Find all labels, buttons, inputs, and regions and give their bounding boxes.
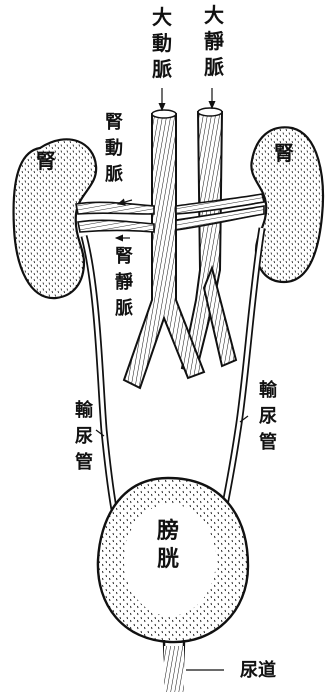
label-ureter-left: 輸 尿 管 — [75, 399, 94, 473]
label-vena-cava-char-1: 大 — [204, 3, 224, 27]
label-vena-cava: 大 靜 脈 — [204, 3, 224, 79]
label-ureter-right-char-1: 輸 — [259, 379, 278, 401]
label-bladder-char-2: 胱 — [157, 546, 179, 572]
label-aorta-char-2: 動 — [152, 31, 172, 55]
label-aorta: 大 動 脈 — [152, 5, 172, 81]
label-kidney-right: 腎 — [274, 141, 294, 165]
label-ureter-left-char-1: 輸 — [75, 399, 94, 421]
label-renal-vein-char-3: 脈 — [115, 297, 133, 319]
label-renal-vein-char-1: 腎 — [115, 246, 133, 267]
aorta-vessel — [124, 114, 204, 388]
vena-cava-lumen — [198, 108, 222, 116]
label-aorta-char-3: 脈 — [152, 57, 172, 81]
label-ureter-right: 輸 尿 管 — [259, 379, 278, 453]
label-vena-cava-char-3: 脈 — [204, 55, 224, 79]
label-ureter-left-char-2: 尿 — [75, 426, 93, 447]
label-renal-vein: 腎 靜 脈 — [115, 246, 133, 319]
renal-vein-left-branch — [78, 220, 154, 232]
label-bladder-char-1: 膀 — [157, 518, 179, 544]
label-renal-vein-char-2: 靜 — [115, 271, 133, 293]
urethra-fill — [164, 646, 184, 692]
label-vena-cava-char-2: 靜 — [204, 29, 224, 53]
label-ureter-left-char-3: 管 — [75, 451, 93, 473]
label-kidney-left: 腎 — [36, 149, 56, 173]
aorta-lumen — [152, 110, 176, 118]
label-aorta-char-1: 大 — [152, 5, 172, 29]
label-urethra: 尿道 — [240, 659, 276, 681]
label-renal-artery-char-2: 動 — [105, 137, 123, 159]
renal-artery-left-branch — [76, 202, 154, 214]
label-ureter-right-char-2: 尿 — [259, 406, 277, 427]
label-renal-artery-char-3: 脈 — [105, 163, 123, 185]
label-ureter-right-char-3: 管 — [259, 431, 277, 453]
label-renal-artery: 腎 動 脈 — [105, 112, 123, 185]
label-renal-artery-char-1: 腎 — [105, 112, 123, 133]
